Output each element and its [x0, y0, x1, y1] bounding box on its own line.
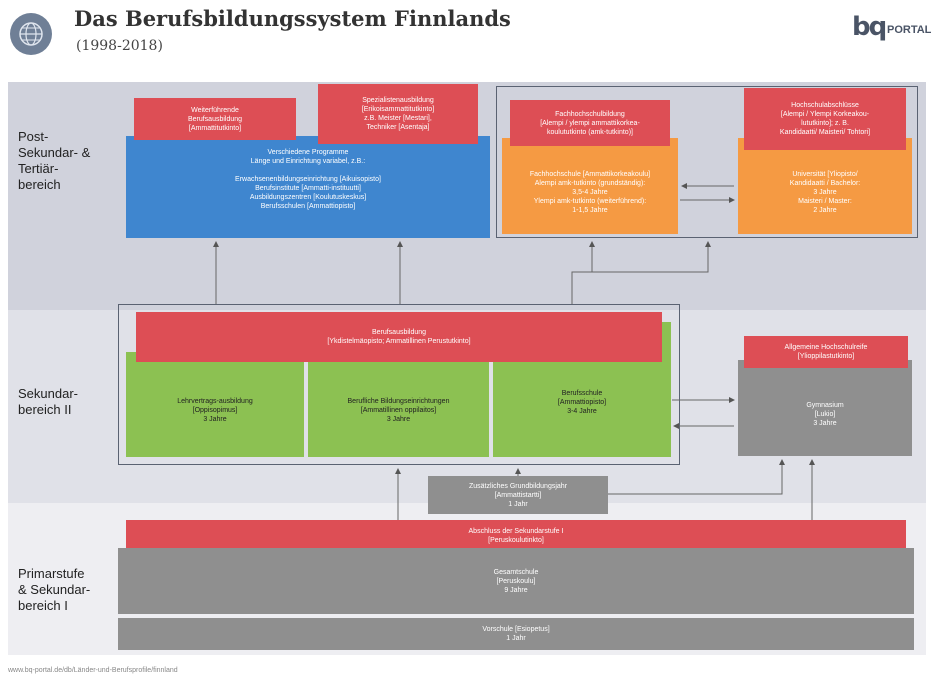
bq-portal-logo[interactable]: bq PORTAL	[852, 12, 932, 46]
box-fachhochschule: Fachhochschule [Ammattikorkeakoulu] Alem…	[502, 138, 678, 234]
box-berufsausbildung: Berufsausbildung [Ykdistelmäopisto; Amma…	[136, 312, 662, 362]
tertiary-frame	[496, 86, 918, 238]
box-lehrvertragsausbildung: Lehrvertrags-ausbildung [Oppisopimus] 3 …	[126, 352, 304, 457]
logo-text: PORTAL	[887, 24, 932, 36]
box-gesamtschule: Gesamtschule [Peruskoulu] 9 Jahre	[118, 548, 914, 614]
level-label-primary: Primarstufe & Sekundar- bereich I	[18, 566, 91, 613]
level-label-post-secondary: Post- Sekundar- & Tertiär- bereich	[18, 129, 91, 192]
box-berufliche-bildungseinrichtungen: Berufliche Bildungseinrichtungen [Ammati…	[308, 352, 489, 457]
logo-mark: bq	[852, 12, 887, 42]
page-subtitle: (1998-2018)	[76, 38, 163, 54]
box-vorschule: Vorschule [Esiopetus] 1 Jahr	[118, 618, 914, 650]
globe-icon	[10, 13, 52, 55]
box-fachhochschulbildung: Fachhochschulbildung [Alempi / ylempi am…	[510, 100, 670, 146]
level-label-secondary-2: Sekundar- bereich II	[18, 386, 78, 417]
footer-url[interactable]: www.bq-portal.de/db/Länder-und-Berufspro…	[8, 667, 178, 674]
box-hochschulabschluesse: Hochschulabschlüsse [Alempi / Ylempi Kor…	[744, 88, 906, 150]
box-zusaetzliches-grundbildungsjahr: Zusätzliches Grundbildungsjahr [Ammattis…	[428, 476, 608, 514]
box-allgemeine-hochschulreife: Allgemeine Hochschulreife [Ylioppilastut…	[744, 336, 908, 368]
box-weiterfuehrende-berufsausbildung: Weiterführende Berufsausbildung [Ammatti…	[134, 98, 296, 140]
box-verschiedene-programme: Verschiedene Programme Länge und Einrich…	[126, 136, 490, 238]
page-title: Das Berufsbildungssystem Finnlands	[74, 6, 511, 31]
arrow-grundbildung-to-gym	[608, 459, 785, 495]
box-spezialistenausbildung: Spezialistenausbildung [Erikoisammattitu…	[318, 84, 478, 144]
box-universitaet: Universität [Yliopisto/ Kandidaatti / Ba…	[738, 138, 912, 234]
vocational-frame	[118, 304, 680, 465]
arrow-gym-to-tertiary	[592, 241, 711, 273]
box-gymnasium: Gymnasium [Lukio] 3 Jahre	[738, 360, 912, 456]
box-abschluss-sekundarstufe-1: Abschluss der Sekundarstufe I [Peruskoul…	[126, 520, 906, 552]
arrow-voc-to-fachhochschule	[571, 241, 595, 304]
